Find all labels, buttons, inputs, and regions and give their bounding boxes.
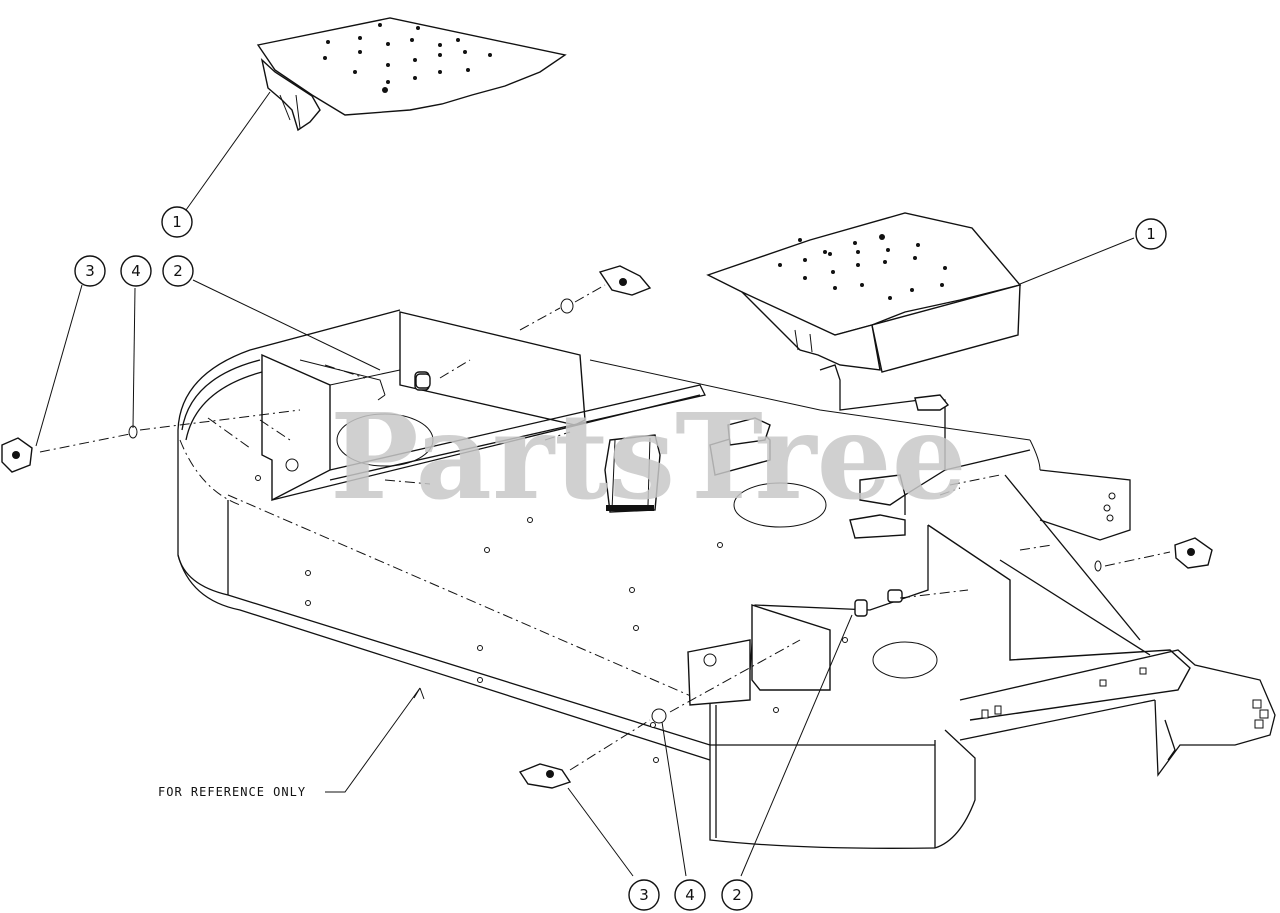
callout-4-bottom-label: 4 <box>685 886 695 904</box>
washer-top <box>560 298 574 314</box>
deck-body <box>177 309 1131 849</box>
callout-2-bottom-label: 2 <box>732 886 742 904</box>
callout-4-bottom: 4 <box>674 879 706 911</box>
knob-left <box>1 437 33 473</box>
plate-right-holes <box>778 234 947 300</box>
left-bracket <box>207 311 706 502</box>
callout-2-left-label: 2 <box>173 262 183 280</box>
washer-bottom <box>651 708 667 724</box>
callout-1-top-left: 1 <box>161 206 193 238</box>
callout-4-left: 4 <box>120 255 152 287</box>
reference-label: FOR REFERENCE ONLY <box>158 785 306 799</box>
leader-lines <box>35 91 1135 877</box>
knob-right <box>1174 537 1213 569</box>
callout-1-right-label: 1 <box>1146 225 1156 243</box>
callout-3-bottom-label: 3 <box>639 886 649 904</box>
footrest-plate-right <box>706 212 1022 373</box>
callout-1-right: 1 <box>1135 218 1167 250</box>
front-right-bracket <box>687 474 1276 777</box>
callout-3-left-label: 3 <box>85 262 95 280</box>
pin-left <box>415 373 431 389</box>
right-hooks <box>709 364 1031 539</box>
washer-right <box>1094 560 1102 572</box>
callout-3-left: 3 <box>74 255 106 287</box>
callout-3-bottom: 3 <box>628 879 660 911</box>
knob-bottom <box>518 763 572 789</box>
footrest-plate-top <box>256 17 567 132</box>
knob-top <box>598 265 652 296</box>
plate-top-holes <box>323 23 492 93</box>
callout-2-bottom: 2 <box>721 879 753 911</box>
center-block <box>604 434 661 513</box>
callout-1-top-left-label: 1 <box>172 213 182 231</box>
partstree-watermark: PartsTree <box>330 387 967 526</box>
callout-2-left: 2 <box>162 255 194 287</box>
callout-4-left-label: 4 <box>131 262 141 280</box>
